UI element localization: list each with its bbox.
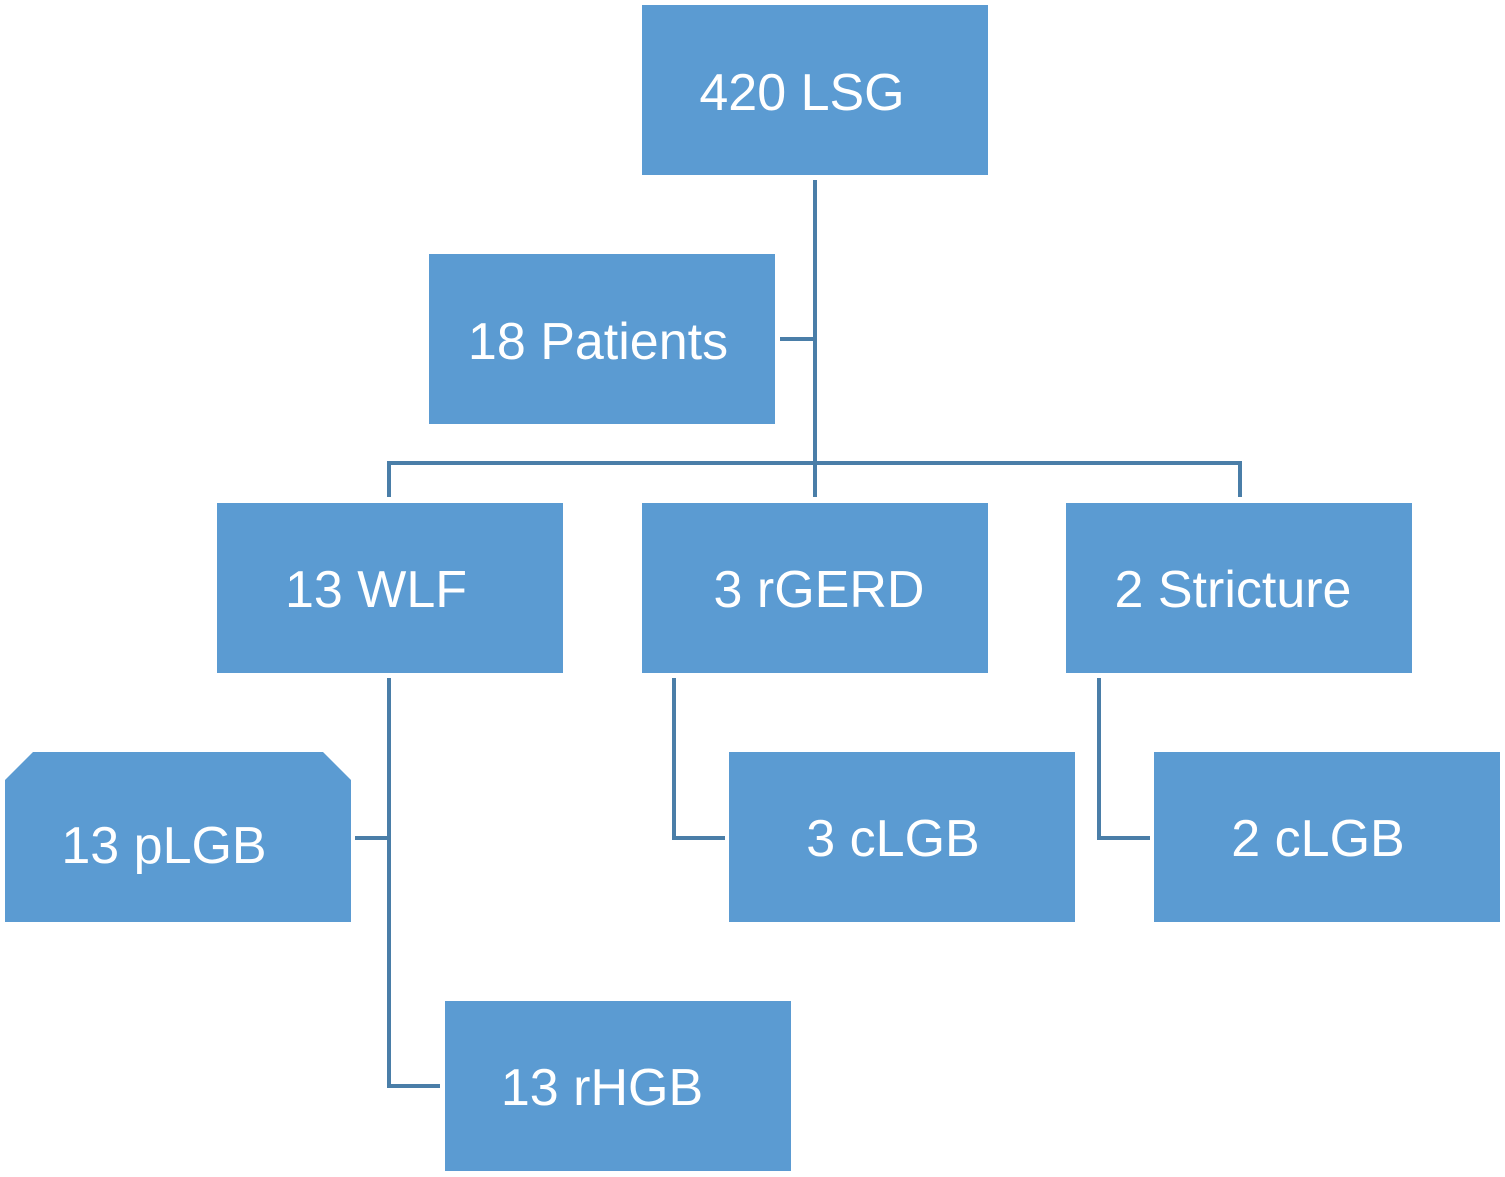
node-box xyxy=(429,254,775,424)
node-rhgb: 13 rHGB xyxy=(445,1001,791,1171)
node-box xyxy=(5,752,351,922)
node-label: 13 rHGB xyxy=(501,1059,703,1117)
node-label: 18 Patients xyxy=(468,313,728,371)
node-label: 13 pLGB xyxy=(61,817,266,875)
connector-wlf-trunk xyxy=(387,678,440,1088)
node-stricture: 2 Stricture xyxy=(1066,503,1412,673)
node-clgb-rgerd: 3 cLGB xyxy=(729,752,1075,922)
node-label: 13 WLF xyxy=(285,561,467,619)
node-label: 2 cLGB xyxy=(1231,810,1404,868)
node-label: 3 rGERD xyxy=(714,561,925,619)
node-box xyxy=(1066,503,1412,673)
node-rgerd: 3 rGERD xyxy=(642,503,988,673)
connectors xyxy=(355,180,1242,1088)
node-box xyxy=(642,5,988,175)
node-box xyxy=(217,503,563,673)
connector-stricture-to-clgb xyxy=(1097,678,1150,840)
node-box xyxy=(729,752,1075,922)
node-root: 420 LSG xyxy=(642,5,988,175)
node-box xyxy=(1154,752,1500,922)
node-label: 420 LSG xyxy=(699,64,904,122)
node-patients: 18 Patients xyxy=(429,254,775,424)
node-wlf: 13 WLF xyxy=(217,503,563,673)
node-label: 2 Stricture xyxy=(1115,561,1352,619)
node-box xyxy=(642,503,988,673)
connector-level2-bus xyxy=(387,461,1242,497)
node-clgb-stricture: 2 cLGB xyxy=(1154,752,1500,922)
connector-rgerd-to-clgb xyxy=(672,678,725,840)
node-plgb: 13 pLGB xyxy=(5,752,351,922)
node-box xyxy=(445,1001,791,1171)
node-label: 3 cLGB xyxy=(806,810,979,868)
